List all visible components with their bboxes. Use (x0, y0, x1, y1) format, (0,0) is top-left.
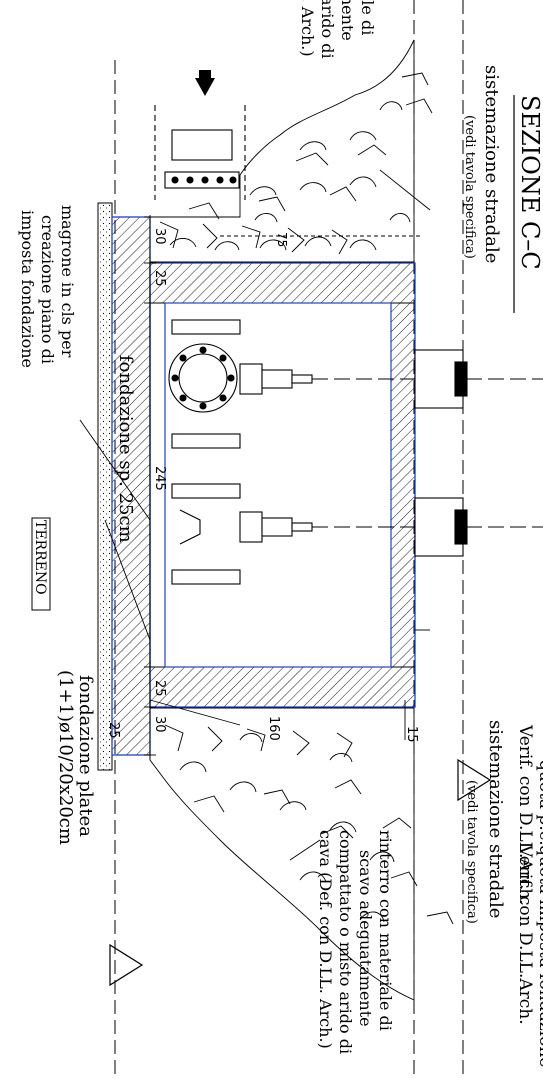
dim-245: 245 (152, 466, 167, 491)
top-fragment-3: arido di (318, 0, 337, 59)
top-fragment-4: L. Arch.) (298, 0, 317, 57)
backfill-bottom (149, 707, 454, 1001)
magrone-line-3: imposta fondazione (18, 210, 37, 368)
top-fragment-1: riale di (358, 0, 377, 35)
quota-imposta-label: quota imposta fondazione (535, 845, 543, 1067)
fondazione-sp-label: fondazione sp. 25cm (115, 355, 136, 543)
rinterro-line-2: scavo adeguatamente (356, 850, 375, 1027)
rinterro-line-4: cava (Def. con D.LL. Arch.) (316, 830, 335, 1049)
magrone-line-2: creazione piano di (38, 215, 57, 364)
platea-line-2: (1+1)ø10/20x20cm (55, 670, 76, 845)
rinterro-line-1: rinterro con materiale di (376, 830, 395, 1031)
dim-25-bottom: 25 (152, 680, 167, 697)
outlet-flanges (414, 349, 468, 557)
rinterro-line-3: compattato o misto arido di (336, 830, 355, 1054)
dimension-lines (144, 215, 420, 760)
internal-pipework (168, 319, 543, 585)
road-right-ref: (vedi tavola specifica) (464, 780, 479, 924)
dim-30-bottom: 30 (152, 716, 167, 733)
road-right-label: sistemazione stradale (485, 720, 506, 918)
road-left-label: sistemazione stradale (481, 65, 502, 263)
verif-imposta-label: Verif. con D.LL.Arch. (515, 844, 535, 1025)
section-title: SEZIONE C–C (516, 95, 543, 270)
dim-160: 160 (266, 716, 281, 741)
dim-25-top: 25 (152, 270, 167, 287)
magrone-line-1: magrone in cls per (58, 205, 77, 358)
dim-75: 75 (275, 232, 289, 247)
terreno-label: TERRENO (32, 520, 48, 595)
inlet-pipe (154, 70, 246, 200)
road-left-ref: (vedi tavola specifica) (462, 115, 477, 259)
level-markers (109, 758, 492, 987)
leader-lines (79, 169, 431, 861)
quota-pc-label: quota p.c. (535, 760, 543, 846)
verif-pc-label: Verif. con D.LL.Arch. (515, 724, 535, 905)
platea-line-1: fondazione platea (75, 675, 96, 837)
foundation-slab (111, 216, 151, 756)
magrone-layer (97, 202, 113, 771)
dim-30-top: 30 (152, 228, 167, 245)
top-fragment-2: mente (338, 0, 357, 41)
dim-15: 15 (404, 726, 419, 743)
dim-25-slab: 25 (106, 722, 121, 739)
backfill-top (149, 39, 433, 263)
